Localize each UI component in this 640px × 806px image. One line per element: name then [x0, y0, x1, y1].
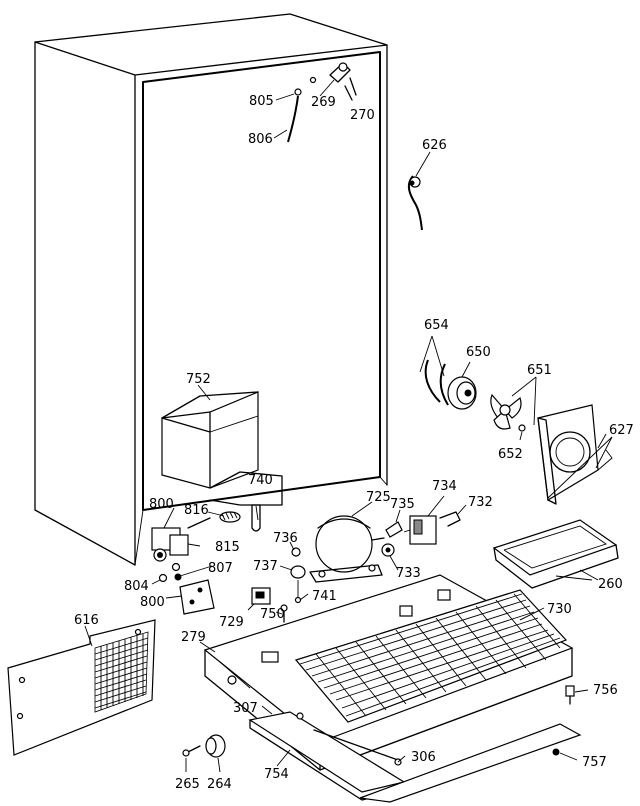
screws-804-807 [158, 562, 182, 583]
label-732: 732 [468, 495, 493, 510]
capacitor-729 [251, 587, 271, 605]
cabinet [34, 13, 388, 566]
label-806: 806 [248, 132, 273, 147]
fan-motor-650 [447, 361, 477, 410]
leader-lines [84, 79, 607, 773]
label-805: 805 [249, 94, 274, 109]
screw-265 [182, 745, 201, 757]
label-800-bottom: 800 [140, 595, 165, 610]
screw-750 [280, 604, 288, 623]
bracket-800b [179, 579, 215, 615]
label-650: 650 [466, 345, 491, 360]
label-757: 757 [582, 755, 607, 770]
label-652: 652 [498, 447, 523, 462]
label-616: 616 [74, 613, 99, 628]
label-734: 734 [432, 479, 457, 494]
roller-264 [205, 734, 226, 758]
label-733: 733 [396, 566, 421, 581]
label-627: 627 [609, 423, 634, 438]
label-264: 264 [207, 777, 232, 792]
label-735: 735 [390, 497, 415, 512]
label-654: 654 [424, 318, 449, 333]
label-270: 270 [350, 108, 375, 123]
label-651: 651 [527, 363, 552, 378]
grommets-736-737 [290, 547, 306, 604]
label-269: 269 [311, 95, 336, 110]
label-729: 729 [219, 615, 244, 630]
label-626: 626 [422, 138, 447, 153]
label-756: 756 [593, 683, 618, 698]
label-754: 754 [264, 767, 289, 782]
grommet-733 [381, 543, 395, 557]
screw-757 [552, 748, 560, 756]
label-260: 260 [598, 577, 623, 592]
label-815: 815 [215, 540, 240, 555]
label-737: 737 [253, 559, 278, 574]
screw-756 [565, 685, 575, 705]
base-panel [359, 723, 582, 803]
water-tube-806 [287, 88, 302, 143]
fan-bracket-627 [537, 404, 613, 505]
label-800-top: 800 [149, 497, 174, 512]
label-750: 750 [260, 607, 285, 622]
label-752: 752 [186, 372, 211, 387]
access-cover-616 [7, 619, 156, 756]
clip-269-270 [309, 62, 357, 101]
label-804: 804 [124, 579, 149, 594]
cover-732 [439, 511, 461, 527]
callout-labels: 805 269 270 806 626 654 650 651 752 627 … [74, 94, 634, 792]
label-306: 306 [411, 750, 436, 765]
label-736: 736 [273, 531, 298, 546]
label-279: 279 [181, 630, 206, 645]
duct-752 [161, 384, 283, 506]
compressor-725 [309, 515, 385, 583]
water-valve-800 [151, 511, 241, 562]
label-730: 730 [547, 602, 572, 617]
probe-626 [407, 175, 423, 231]
label-741: 741 [312, 589, 337, 604]
fan-blade-651 [490, 376, 537, 432]
clip-740 [251, 504, 261, 532]
cover-grille [94, 631, 149, 713]
label-740: 740 [248, 473, 273, 488]
drain-pan-260 [492, 519, 619, 589]
label-807: 807 [208, 561, 233, 576]
label-816: 816 [184, 503, 209, 518]
relay-735 [385, 521, 403, 538]
fan-clips-654 [419, 335, 449, 406]
condenser-730 [294, 589, 568, 723]
label-725: 725 [366, 490, 391, 505]
relay-734 [403, 515, 437, 545]
label-307: 307 [233, 701, 258, 716]
label-265: 265 [175, 777, 200, 792]
